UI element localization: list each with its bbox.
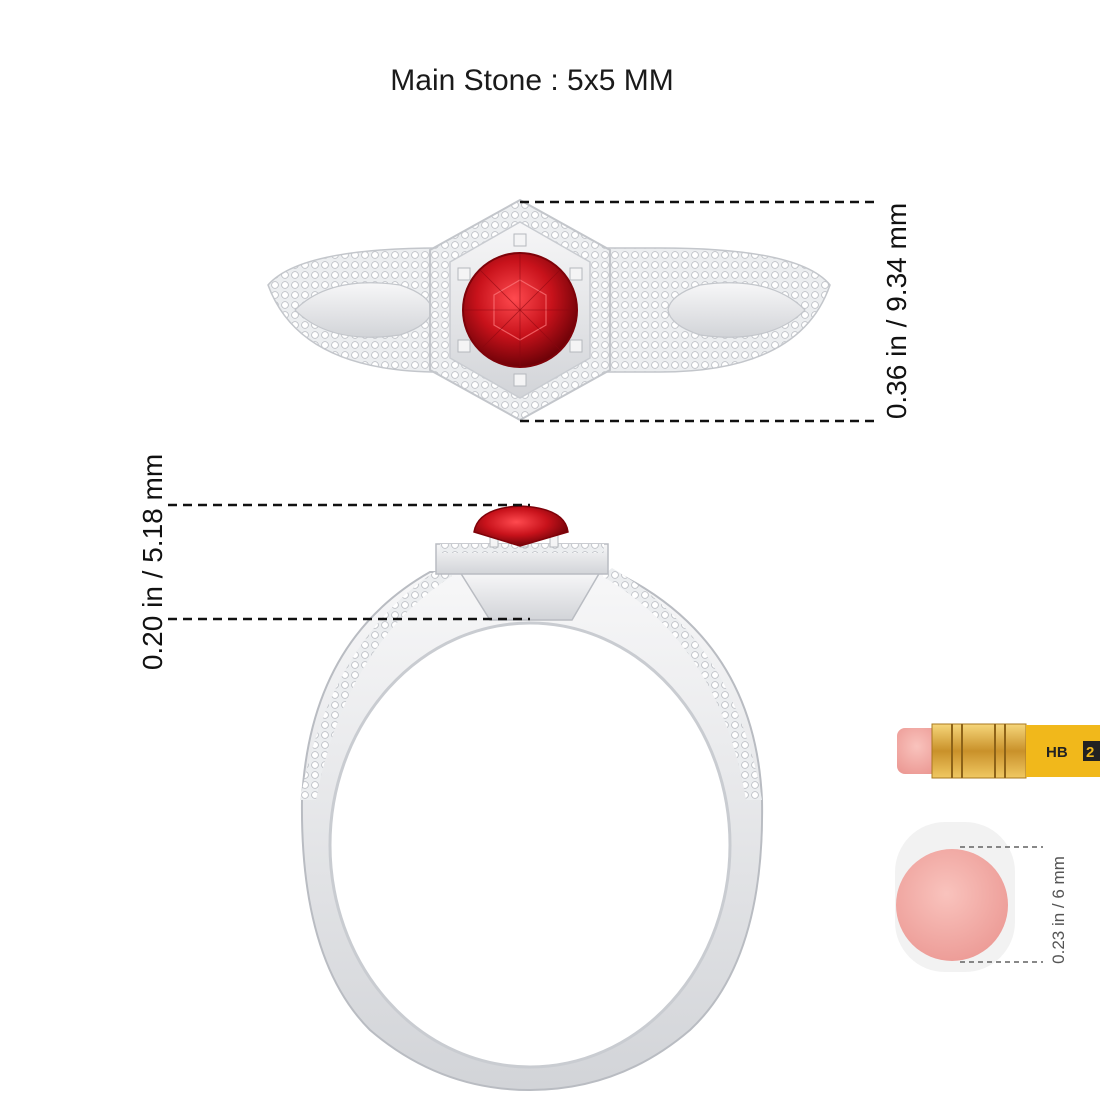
eraser-reference: 0.23 in / 6 mm — [895, 822, 1068, 972]
pencil-reference: HB 2 — [897, 723, 1100, 779]
side-height-dimension: 0.20 in / 5.18 mm — [137, 454, 530, 670]
top-width-label: 0.36 in / 9.34 mm — [881, 203, 912, 419]
prong — [457, 339, 471, 353]
left-pave-edge — [300, 568, 452, 800]
top-width-dimension: 0.36 in / 9.34 mm — [520, 200, 912, 423]
top-view-ring — [267, 198, 831, 422]
pencil-grade-box — [1083, 741, 1100, 761]
prong — [457, 267, 471, 281]
pencil-ferrule — [931, 723, 1027, 779]
prong — [569, 267, 583, 281]
prong — [513, 373, 527, 387]
main-stone-label: Main Stone : 5x5 MM — [390, 64, 673, 97]
ruby-stone-side — [473, 505, 569, 547]
right-split-opening — [667, 282, 806, 338]
pencil-grade: HB — [1046, 744, 1068, 761]
pencil-eraser-tip — [897, 728, 941, 774]
eraser-circle — [896, 849, 1008, 961]
side-height-label: 0.20 in / 5.18 mm — [137, 454, 168, 670]
pencil-grade-number: 2 — [1086, 744, 1094, 761]
ring-inner-opening — [328, 621, 732, 1069]
eraser-label: 0.23 in / 6 mm — [1049, 856, 1068, 964]
right-pave-edge — [602, 568, 762, 800]
side-view-ring — [300, 505, 764, 1092]
prong — [569, 339, 583, 353]
prong — [513, 233, 527, 247]
